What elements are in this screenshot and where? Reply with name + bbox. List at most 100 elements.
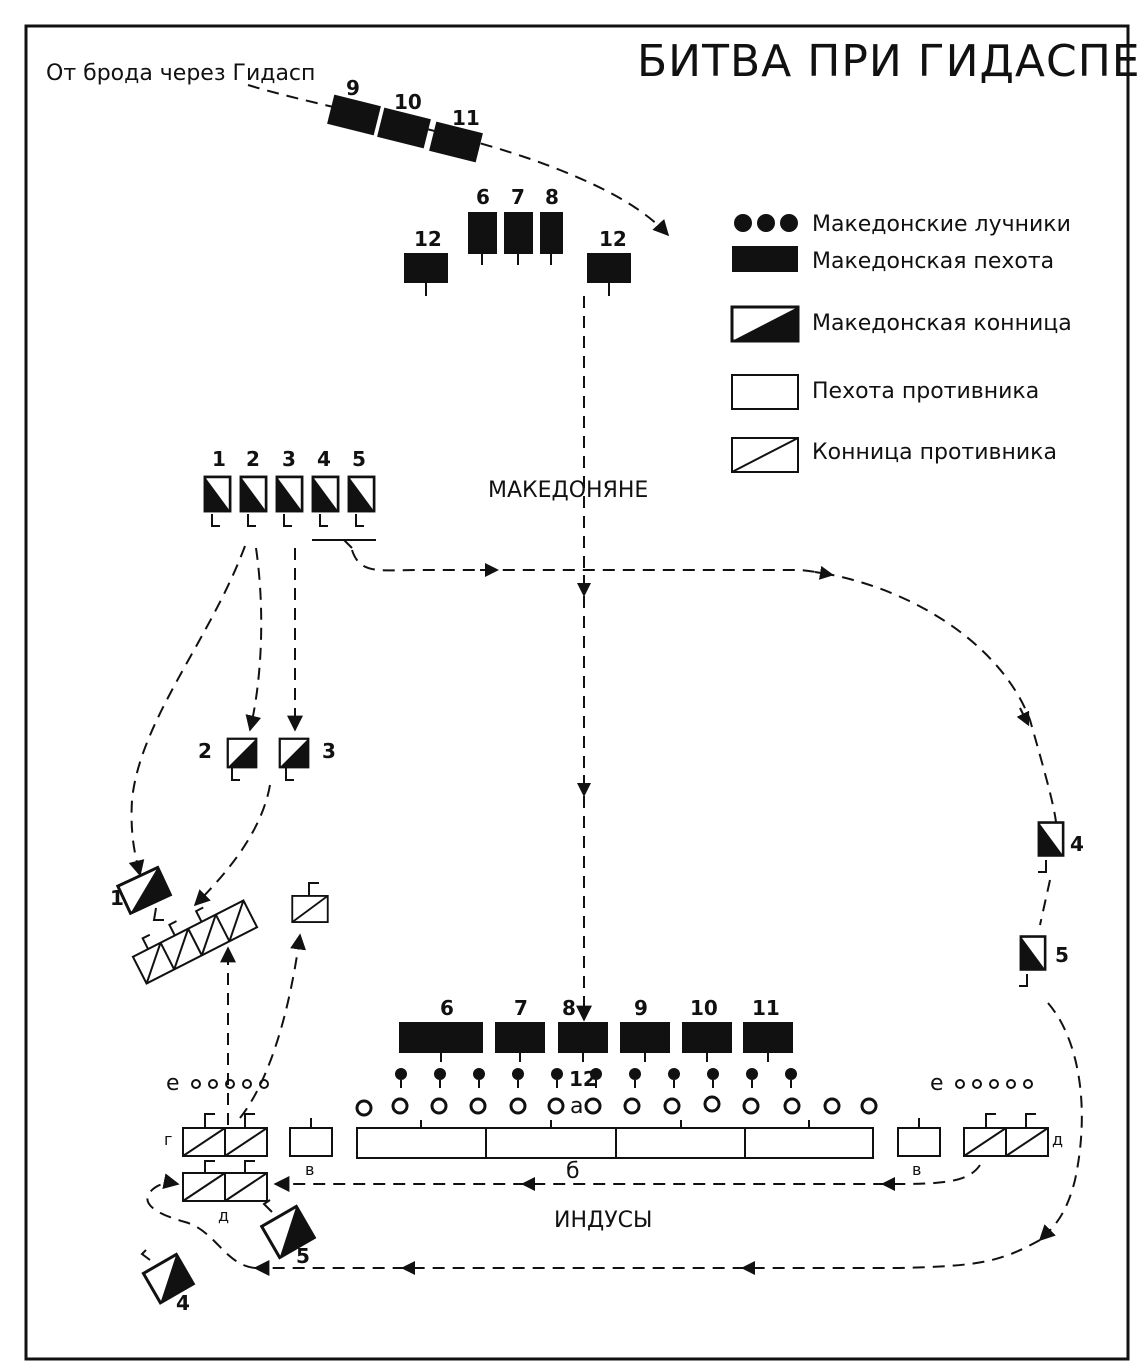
unit-label-11-lower: 11 (752, 996, 780, 1020)
chariots-right (955, 1079, 1033, 1089)
enemy-infantry-flank-right (897, 1127, 941, 1157)
infantry-unit-12-left (404, 253, 448, 283)
infantry-unit-10-arrival (377, 107, 431, 149)
enemy-cavalry-d-left: д (182, 1160, 268, 1225)
elephant (547, 1097, 565, 1115)
ford-approach-route (247, 84, 670, 237)
archer (707, 1068, 719, 1088)
archer (395, 1068, 407, 1088)
enemy-cavalry-curve (239, 933, 307, 1119)
enemy-cavalry-g-left: г (164, 1113, 268, 1157)
right-flank-descent (1038, 1002, 1083, 1242)
letter-g: г (164, 1130, 172, 1149)
infantry-unit-7-upper (504, 212, 533, 254)
cavalry-unit-4-start (311, 475, 340, 513)
cavalry-group-top: 1 2 3 4 5 (203, 447, 376, 549)
letter-a: а (570, 1094, 583, 1119)
legend-archer-dot (757, 214, 775, 232)
lower-infantry-line: 6 7 8 9 10 11 (399, 996, 793, 1062)
letter-d-left: д (218, 1206, 229, 1225)
unit-label-1: 1 (212, 447, 226, 471)
unit-label-9-lower: 9 (634, 996, 648, 1020)
archer (746, 1068, 758, 1088)
letter-b: б (566, 1159, 580, 1184)
infantry-unit-10-lower (682, 1022, 732, 1053)
unit-label-10: 10 (394, 90, 422, 114)
archer (590, 1068, 602, 1088)
infantry-unit-11-arrival (429, 121, 483, 163)
elephant (584, 1097, 602, 1115)
arrival-column: 9 10 11 (327, 76, 483, 163)
archers-row: 12 (395, 1067, 797, 1091)
cavalry-unit-3-mid (278, 737, 310, 769)
enemy-cavalry-unit-left-detached (291, 894, 329, 924)
ford-label: От брода через Гидасп (46, 61, 315, 86)
map-title: БИТВА ПРИ ГИДАСПЕ (637, 36, 1137, 87)
brace-4-5 (312, 539, 376, 549)
letter-e-left: е (166, 1071, 180, 1096)
elephant (391, 1097, 409, 1115)
legend-enemy-cavalry-symbol (731, 437, 799, 473)
archer (551, 1068, 563, 1088)
unit-label-3: 3 (282, 447, 296, 471)
infantry-unit-11-lower (743, 1022, 793, 1053)
legend-enemy-cavalry-label: Конница противника (812, 440, 1057, 465)
unit-label-10-lower: 10 (690, 996, 718, 1020)
unit-label-12-left: 12 (414, 227, 442, 251)
cavalry-2-3-route-down (193, 784, 271, 907)
unit-label-11: 11 (452, 106, 480, 130)
cavalry-unit-1-start (203, 475, 232, 513)
unit-label-2: 2 (246, 447, 260, 471)
unit-label-5-bottom: 5 (296, 1244, 310, 1268)
enemy-infantry-main (356, 1120, 874, 1159)
unit-label-6-lower: 6 (440, 996, 454, 1020)
cavalry-unit-4-bottom (141, 1252, 196, 1305)
legend-archers-label: Македонские лучники (812, 212, 1071, 237)
legend-enemy-infantry-symbol (731, 374, 799, 410)
cavalry-unit-3-start (275, 475, 304, 513)
unit-label-6-upper: 6 (476, 185, 490, 209)
archer (512, 1068, 524, 1088)
cavalry-unit-1-left (115, 865, 173, 916)
elephant (860, 1097, 878, 1115)
elephant (783, 1097, 801, 1115)
legend: Македонские лучники Македонская пехота М… (730, 212, 1072, 473)
elephants-row: а (355, 1094, 878, 1119)
enemy-cavalry-line-left (131, 899, 259, 985)
infantry-unit-7-lower (495, 1022, 545, 1053)
infantry-unit-6-upper (468, 212, 497, 254)
letter-e-right: е (930, 1071, 944, 1096)
infantry-unit-12-right (587, 253, 631, 283)
unit-label-8-upper: 8 (545, 185, 559, 209)
infantry-unit-9-lower (620, 1022, 670, 1053)
unit-label-5: 5 (352, 447, 366, 471)
chariots-left (191, 1079, 269, 1089)
unit-label-5-right: 5 (1055, 943, 1069, 967)
cavalry-2-route (245, 547, 263, 732)
legend-infantry-symbol (732, 246, 798, 272)
infantry-unit-6-lower (399, 1022, 483, 1053)
unit-label-7-lower: 7 (514, 996, 528, 1020)
unit-label-2-mid: 2 (198, 739, 212, 763)
cavalry-unit-5-start (347, 475, 376, 513)
archer (434, 1068, 446, 1088)
macedonians-label: МАКЕДОНЯНЕ (488, 478, 648, 503)
letter-v-left: в (305, 1160, 314, 1179)
elephant (355, 1099, 373, 1117)
letter-d-right: д (1052, 1130, 1063, 1149)
elephant (742, 1097, 760, 1115)
map-frame (24, 24, 1130, 1361)
enemy-cavalry-d-right: д (963, 1113, 1063, 1157)
archer (668, 1068, 680, 1088)
elephant (823, 1097, 841, 1115)
unit-label-4-right: 4 (1070, 832, 1084, 856)
letter-v-right: в (912, 1160, 921, 1179)
upper-infantry: 6 7 8 12 12 (404, 185, 631, 296)
archer (785, 1068, 797, 1088)
cavalry-unit-2-mid (226, 737, 258, 769)
infantry-unit-8-upper (540, 212, 563, 254)
elephant (509, 1097, 527, 1115)
legend-archer-dot (734, 214, 752, 232)
unit-label-3-mid: 3 (322, 739, 336, 763)
archer (629, 1068, 641, 1088)
